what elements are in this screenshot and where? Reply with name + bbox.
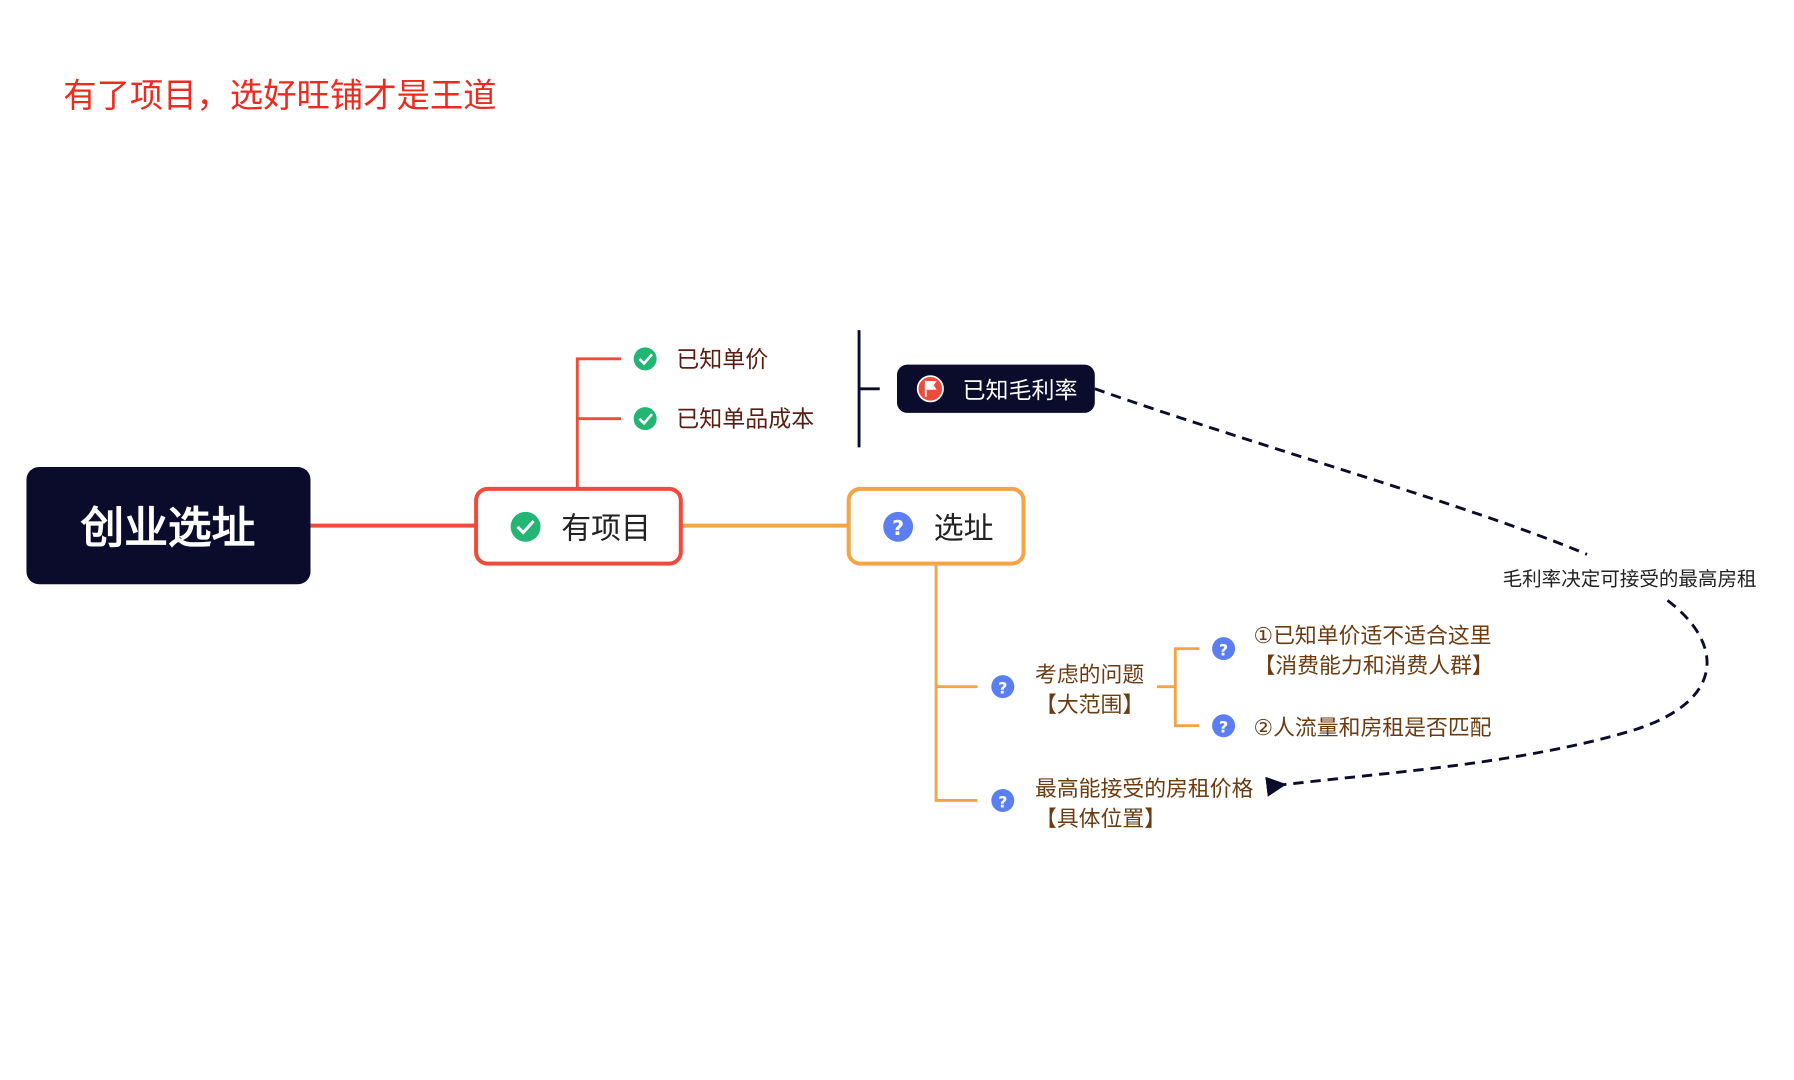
- connector-site-children: [934, 564, 978, 802]
- page-title: 有了项目，选好旺铺才是王道: [63, 76, 496, 115]
- child-line2: 【具体位置】: [1035, 807, 1166, 832]
- child-line2: 【消费能力和消费人群】: [1254, 654, 1494, 679]
- grandchild-2[interactable]: ? ②人流量和房租是否匹配: [1212, 714, 1492, 741]
- child-line2: 【大范围】: [1035, 693, 1144, 718]
- svg-text:?: ?: [998, 792, 1007, 811]
- connector-question-children: [1156, 647, 1200, 728]
- relationship-line[interactable]: [1094, 387, 1588, 556]
- grandchild-1[interactable]: ? ①已知单价适不适合这里 【消费能力和消费人群】: [1212, 624, 1494, 679]
- site-label: 选址: [934, 511, 994, 546]
- svg-text:?: ?: [1219, 641, 1228, 660]
- child-line1: ①已知单价适不适合这里: [1254, 624, 1492, 649]
- svg-text:?: ?: [892, 516, 904, 540]
- root-label: 创业选址: [80, 503, 256, 554]
- site-node[interactable]: ? 选址: [846, 486, 1026, 566]
- child-line1: 最高能接受的房租价格: [1035, 777, 1254, 802]
- check-icon: [633, 347, 657, 371]
- relationship-line-arrow[interactable]: [1265, 599, 1709, 797]
- question-icon: ?: [1212, 637, 1236, 661]
- relationship-label[interactable]: 毛利率决定可接受的最高房租: [1503, 567, 1757, 590]
- site-child-question[interactable]: ? 考虑的问题 【大范围】: [991, 663, 1144, 718]
- question-icon: ?: [991, 675, 1015, 699]
- project-label: 有项目: [561, 511, 651, 546]
- project-child[interactable]: 已知单价: [633, 347, 769, 373]
- project-node[interactable]: 有项目: [474, 486, 683, 566]
- flag-icon: [916, 375, 944, 403]
- summary-node[interactable]: 已知毛利率: [897, 364, 1095, 413]
- site-child-rent[interactable]: ? 最高能接受的房租价格 【具体位置】: [991, 777, 1254, 832]
- child-line1: ②人流量和房租是否匹配: [1254, 716, 1492, 741]
- question-icon: ?: [991, 788, 1015, 812]
- project-child[interactable]: 已知单品成本: [633, 407, 815, 433]
- connector-project-children: [575, 357, 621, 488]
- svg-text:?: ?: [998, 679, 1007, 698]
- question-icon: ?: [883, 511, 914, 542]
- check-icon: [633, 407, 657, 431]
- question-icon: ?: [1212, 714, 1236, 738]
- svg-text:?: ?: [1219, 718, 1228, 737]
- child-label: 已知单价: [676, 347, 768, 373]
- check-icon: [510, 511, 541, 542]
- summary-bracket: [857, 330, 880, 448]
- root-node[interactable]: 创业选址: [26, 466, 311, 585]
- child-label: 已知单品成本: [676, 407, 814, 433]
- child-line1: 考虑的问题: [1035, 663, 1144, 688]
- summary-label: 已知毛利率: [963, 378, 1078, 404]
